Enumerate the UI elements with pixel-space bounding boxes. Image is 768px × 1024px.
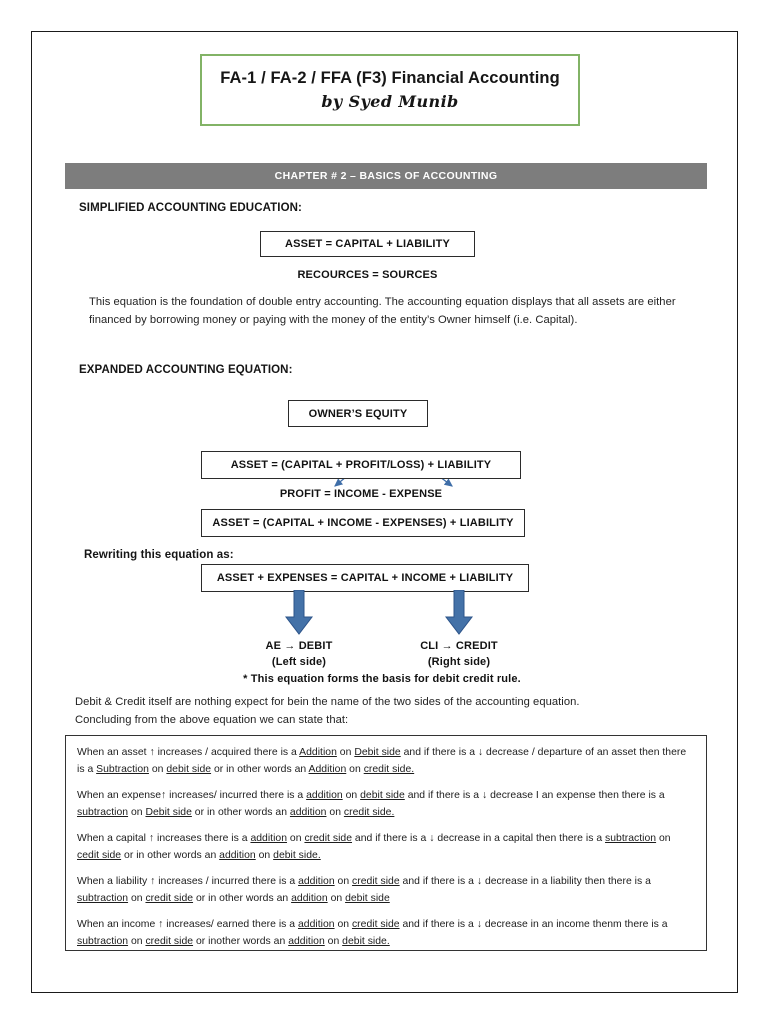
footnote-debit-credit-rule: * This equation forms the basis for debi… bbox=[243, 673, 521, 685]
rule-emphasis: credit side bbox=[352, 875, 400, 887]
page-content: FA-1 / FA-2 / FFA (F3) Financial Account… bbox=[32, 32, 737, 992]
rule-emphasis: credit side bbox=[351, 918, 400, 930]
rule-paragraph-asset-rule: When an asset ↑ increases / acquired the… bbox=[77, 745, 695, 779]
rule-emphasis: credit side. bbox=[363, 763, 415, 775]
rule-text: and if there is a ↓ decrease in a capita… bbox=[352, 832, 606, 844]
closing-line-2: Concluding from the above equation we ca… bbox=[75, 714, 349, 726]
rule-text: When an income ↑ increases/ earned there… bbox=[77, 918, 298, 930]
label-left-side: (Left side) bbox=[271, 656, 327, 668]
rule-text: on bbox=[326, 806, 344, 818]
rule-emphasis: debit side. bbox=[273, 849, 321, 861]
rule-emphasis: Addition bbox=[308, 763, 347, 775]
rule-emphasis: addition bbox=[219, 849, 256, 861]
rule-text: on bbox=[148, 763, 167, 775]
chapter-header-bar: CHAPTER # 2 – BASICS OF ACCOUNTING bbox=[65, 163, 707, 189]
rule-emphasis: addition bbox=[298, 875, 335, 887]
rule-text: and if there is a ↓ decrease / departure… bbox=[77, 747, 687, 775]
closing-line-1: Debit & Credit itself are nothing expect… bbox=[75, 696, 580, 708]
rule-emphasis: cedit side bbox=[77, 849, 122, 861]
rule-text: or in other words an bbox=[211, 763, 309, 775]
rule-text: on bbox=[334, 918, 352, 930]
rule-emphasis: debit side. bbox=[342, 935, 390, 947]
rule-emphasis: Debit side bbox=[145, 806, 192, 818]
rule-paragraph-income-rule: When an income ↑ increases/ earned there… bbox=[77, 917, 695, 951]
rule-text: on bbox=[128, 892, 146, 904]
recources-sources-line: RECOURCES = SOURCES bbox=[297, 269, 438, 281]
rule-emphasis: credit side. bbox=[343, 806, 395, 818]
rule-text: on bbox=[287, 832, 305, 844]
page-title: FA-1 / FA-2 / FFA (F3) Financial Account… bbox=[220, 69, 560, 88]
rule-text: on bbox=[656, 832, 671, 844]
rule-emphasis: addition bbox=[297, 918, 335, 930]
rule-emphasis: addition bbox=[250, 832, 288, 844]
rule-text: and if there is a ↓ decrease in an incom… bbox=[399, 918, 668, 930]
rule-emphasis: Subtraction bbox=[96, 763, 149, 775]
rule-text: or in other words an bbox=[121, 849, 220, 861]
rule-text: on bbox=[334, 875, 353, 887]
rule-emphasis: debit side bbox=[345, 892, 390, 904]
rule-text: and if there is a ↓ decrease I an expens… bbox=[404, 789, 665, 801]
equation-box-income-expenses: ASSET = (CAPITAL + INCOME - EXPENSES) + … bbox=[201, 509, 525, 537]
rule-text: on bbox=[327, 892, 346, 904]
rule-emphasis: debit side bbox=[360, 789, 405, 801]
document-title-box: FA-1 / FA-2 / FFA (F3) Financial Account… bbox=[200, 54, 580, 126]
section-heading-simplified: SIMPLIFIED ACCOUNTING EDUCATION: bbox=[79, 202, 302, 214]
debit-credit-rules-box: When an asset ↑ increases / acquired the… bbox=[65, 735, 707, 951]
rule-text: When an asset ↑ increases / acquired the… bbox=[77, 747, 300, 758]
rule-emphasis: credit side bbox=[304, 832, 353, 844]
rewrite-label: Rewriting this equation as: bbox=[84, 549, 234, 561]
rule-emphasis: subtraction bbox=[77, 806, 129, 818]
rule-text: on bbox=[342, 789, 361, 801]
down-arrow-right-icon bbox=[444, 590, 474, 635]
rule-emphasis: subtraction bbox=[77, 935, 129, 947]
rule-text: When a liability ↑ increases / incurred … bbox=[77, 875, 299, 887]
document-page: FA-1 / FA-2 / FFA (F3) Financial Account… bbox=[31, 31, 738, 993]
rule-emphasis: subtraction bbox=[77, 892, 129, 904]
rule-text: and if there is a ↓ decrease in a liabil… bbox=[399, 875, 651, 887]
author-byline: by Syed Munib bbox=[321, 91, 459, 111]
rule-text: or in other words an bbox=[193, 892, 292, 904]
rule-emphasis: addition bbox=[291, 892, 328, 904]
profit-income-expense-line: PROFIT = INCOME - EXPENSE bbox=[279, 488, 443, 500]
down-arrow-left-icon bbox=[284, 590, 314, 635]
rule-text: on bbox=[346, 763, 364, 775]
rule-text: on bbox=[255, 849, 274, 861]
label-cli-credit: CLI → CREDIT bbox=[420, 640, 498, 652]
rule-emphasis: Debit side bbox=[354, 747, 401, 758]
rule-emphasis: debit side bbox=[166, 763, 212, 775]
section-heading-expanded: EXPANDED ACCOUNTING EQUATION: bbox=[79, 364, 293, 376]
rule-text: on bbox=[128, 935, 146, 947]
rule-text: When an expense↑ increases/ incurred the… bbox=[77, 789, 307, 801]
rule-text: on bbox=[324, 935, 343, 947]
rule-text: or inother words an bbox=[193, 935, 289, 947]
rule-paragraph-capital-rule: When a capital ↑ increases there is a ad… bbox=[77, 831, 695, 865]
rule-emphasis: credit side bbox=[145, 892, 194, 904]
rule-text: or in other words an bbox=[191, 806, 290, 818]
rule-text: on bbox=[336, 747, 355, 758]
equation-box-profit-loss: ASSET = (CAPITAL + PROFIT/LOSS) + LIABIL… bbox=[201, 451, 521, 479]
label-ae-debit: AE → DEBIT bbox=[265, 640, 333, 652]
label-right-side: (Right side) bbox=[427, 656, 491, 668]
rule-emphasis: Addition bbox=[299, 747, 337, 758]
rule-emphasis: addition bbox=[289, 806, 327, 818]
rule-paragraph-expense-rule: When an expense↑ increases/ incurred the… bbox=[77, 788, 695, 822]
foundation-paragraph: This equation is the foundation of doubl… bbox=[89, 296, 676, 327]
equation-box-rewritten: ASSET + EXPENSES = CAPITAL + INCOME + LI… bbox=[201, 564, 529, 592]
owners-equity-box: OWNER’S EQUITY bbox=[288, 400, 428, 427]
rule-emphasis: credit side bbox=[145, 935, 194, 947]
rule-text: When a capital ↑ increases there is a bbox=[77, 832, 251, 844]
rule-emphasis: addition bbox=[288, 935, 325, 947]
rule-emphasis: addition bbox=[306, 789, 343, 801]
rule-text: on bbox=[128, 806, 146, 818]
rule-paragraph-liability-rule: When a liability ↑ increases / incurred … bbox=[77, 874, 695, 908]
rule-emphasis: subtraction bbox=[605, 832, 657, 844]
equation-box-asset-capital-liability: ASSET = CAPITAL + LIABILITY bbox=[260, 231, 475, 257]
